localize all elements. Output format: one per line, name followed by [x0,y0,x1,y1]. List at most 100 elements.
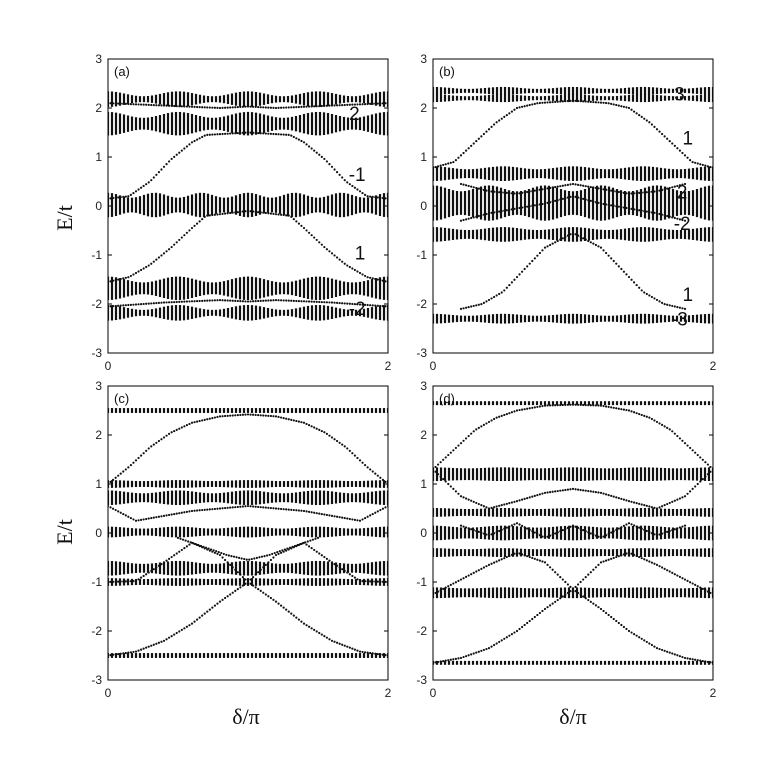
edge-point [301,542,304,545]
edge-point [222,552,225,556]
edge-point [640,527,643,530]
edge-point [206,299,209,302]
edge-point [709,591,712,595]
y-tick-label: 1 [95,150,102,164]
edge-point [536,532,539,535]
edge-point [241,576,245,579]
edge-point [217,551,220,554]
edge-point [457,492,460,495]
edge-point [467,574,470,577]
edge-point [282,417,285,420]
edge-point [554,100,557,103]
edge-point [269,558,273,562]
edge-point [300,421,303,424]
edge-point [147,517,150,520]
edge-point [592,404,595,407]
edge-point [259,211,262,214]
edge-point [655,190,659,193]
edge-point [127,651,130,654]
edge-point [541,202,544,206]
edge-point [518,499,521,502]
edge-point [503,413,506,417]
chern-number-label: -2 [674,214,691,235]
edge-point [643,414,646,417]
edge-point [704,461,707,464]
edge-point [564,593,567,596]
edge-point [108,305,110,308]
edge-point [237,556,241,559]
edge-point [271,552,274,556]
edge-point [673,432,676,435]
edge-point [277,602,280,605]
edge-point [681,655,684,659]
edge-point [612,617,615,621]
edge-point [503,637,506,640]
edge-point [492,506,496,509]
edge-point [515,551,519,554]
edge-point [198,419,201,423]
edge-point [384,506,387,509]
edge-point [213,213,217,216]
edge-point [482,566,486,569]
edge-point [165,250,168,253]
edge-point [358,519,362,522]
edge-point [264,506,267,509]
edge-point [142,574,145,578]
edge-point [180,511,183,514]
edge-point [571,99,575,102]
edge-point [541,492,544,495]
edge-point [208,299,211,302]
edge-point [513,278,516,281]
edge-point [582,197,585,200]
edge-point [193,509,196,512]
edge-point [513,631,516,634]
edge-point [254,573,257,576]
edge-point [551,242,554,245]
edge-point [145,103,148,106]
edge-point [582,529,585,532]
edge-point [162,514,166,517]
edge-point [668,186,671,190]
edge-point [617,555,620,558]
edge-point [528,555,531,559]
edge-point [671,304,674,308]
energy-band [108,490,388,506]
edge-point [531,259,534,263]
edge-point [139,648,143,651]
edge-point [330,165,334,168]
edge-point [183,627,186,630]
edge-point [554,404,557,407]
edge-point [335,641,339,644]
edge-point [561,489,564,492]
edge-point [467,654,470,657]
edge-point [436,660,440,664]
edge-point [513,192,516,195]
edge-point [333,562,336,566]
edge-point [137,578,140,581]
edge-point [594,534,598,537]
edge-point [630,523,633,526]
edge-point [673,144,676,147]
edge-point [223,299,227,302]
edge-point [306,540,309,543]
edge-point [643,558,646,561]
edge-point [272,106,275,109]
edge-point [160,168,163,171]
edge-point [625,627,628,631]
edge-point [384,197,387,200]
edge-point [607,558,610,561]
edge-point [681,525,684,528]
edge-point [259,106,262,109]
y-tick-label: 2 [420,101,427,115]
edge-point [369,276,372,279]
edge-point [638,114,641,117]
edge-point [505,209,508,212]
edge-point [655,647,659,650]
edge-point [538,611,542,615]
edge-point [147,645,150,648]
edge-point [663,649,666,652]
edge-point [165,514,168,517]
edge-point [132,303,135,306]
edge-point [660,132,664,136]
energy-band [433,508,713,517]
